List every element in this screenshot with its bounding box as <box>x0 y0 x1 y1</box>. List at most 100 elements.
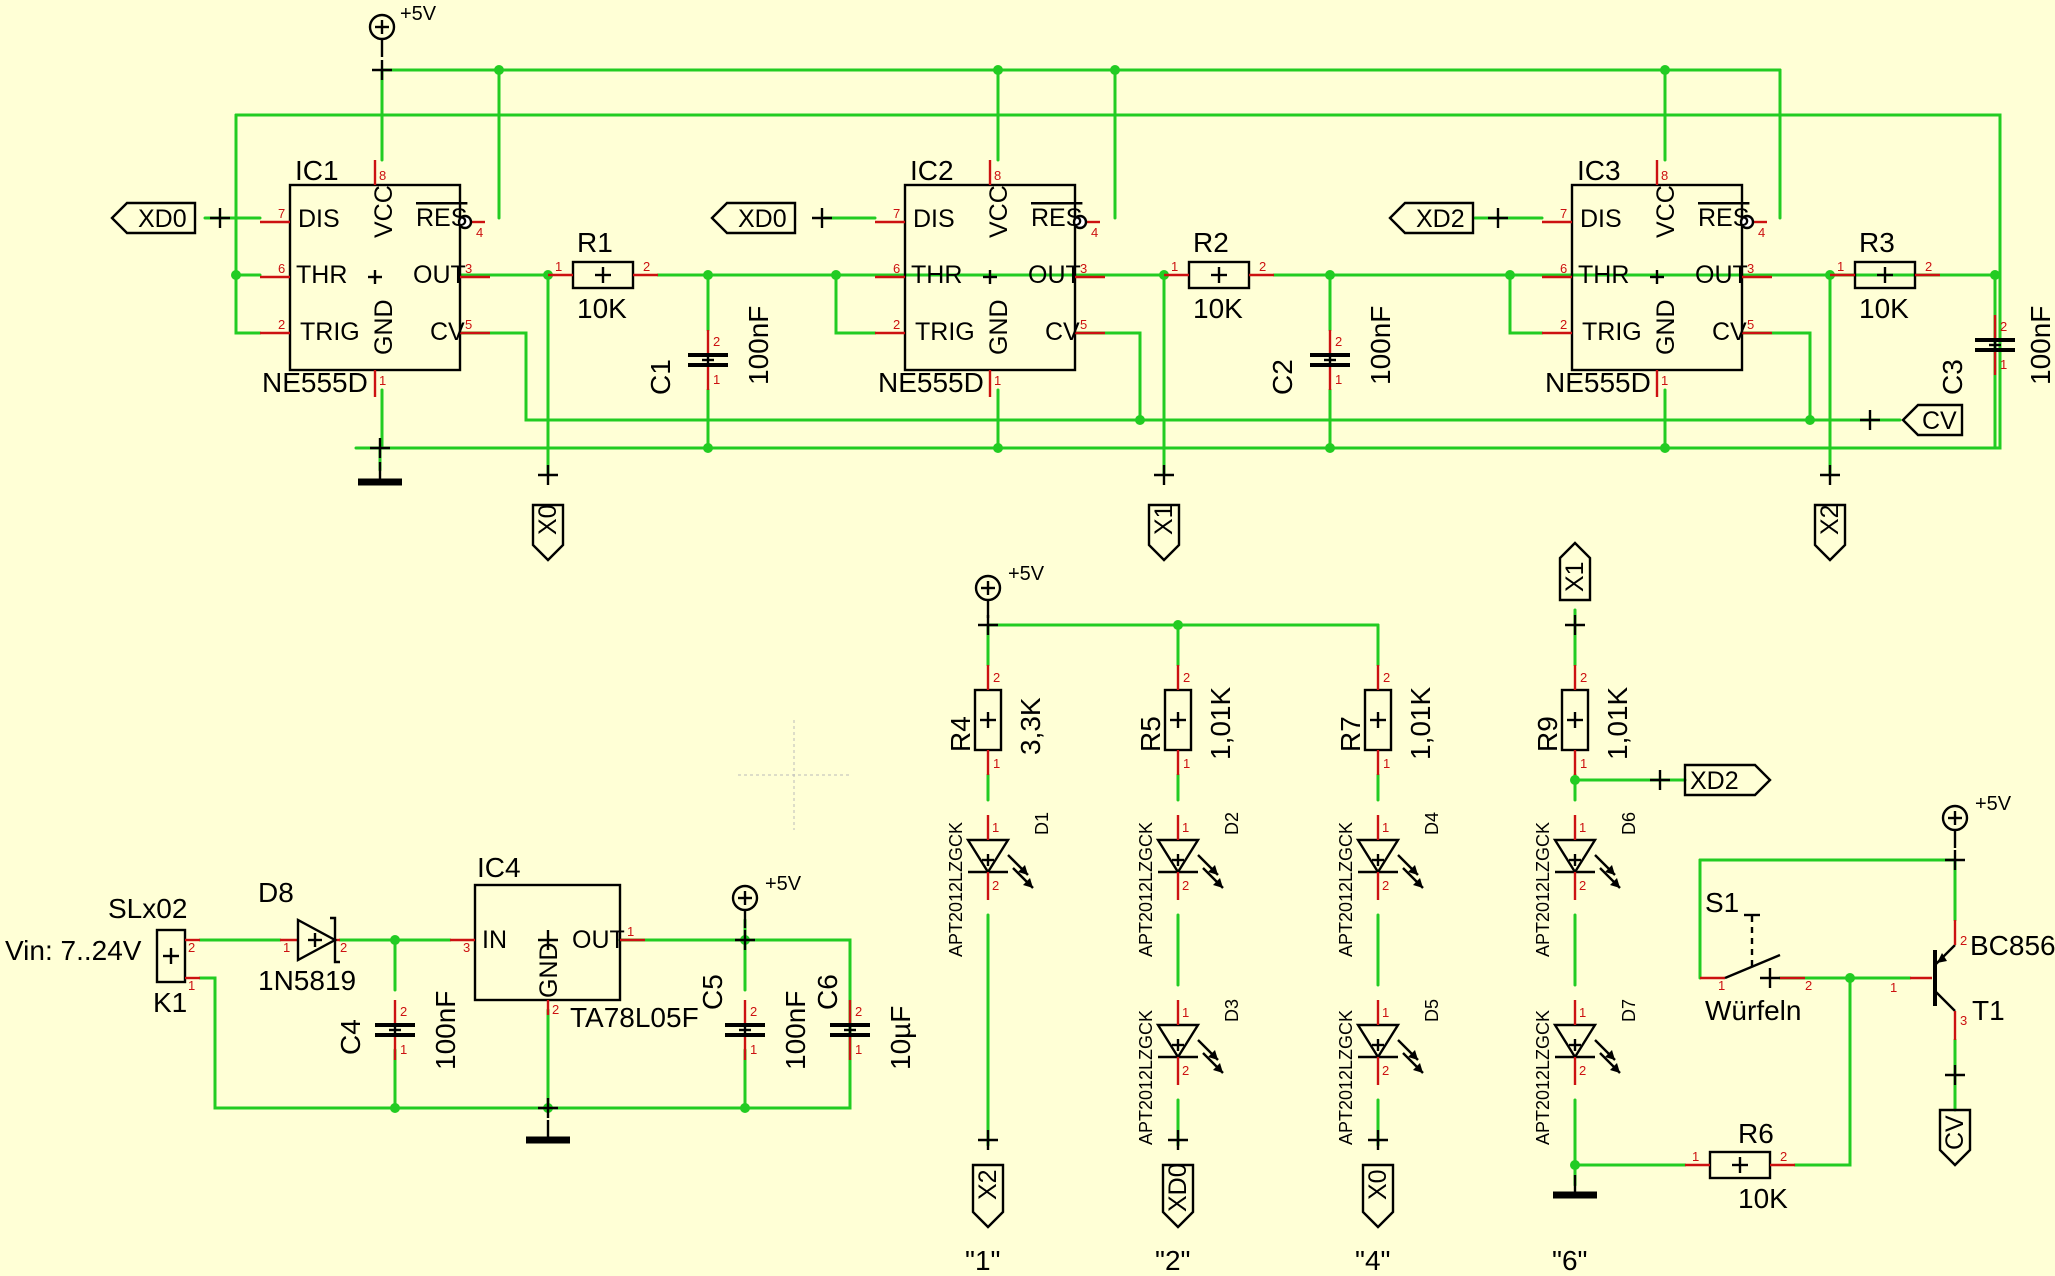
svg-text:R7: R7 <box>1335 716 1366 752</box>
label-x2: X2 <box>1813 463 1847 562</box>
svg-text:C1: C1 <box>645 359 676 395</box>
ic1-value: NE555D <box>262 367 368 398</box>
c2: C2 100nF <box>1267 306 1396 395</box>
svg-text:T1: T1 <box>1972 995 2005 1026</box>
svg-text:D5: D5 <box>1422 999 1442 1022</box>
ic2-value: NE555D <box>878 367 984 398</box>
group-4: "4" <box>1355 1245 1390 1276</box>
svg-text:D8: D8 <box>258 877 294 908</box>
svg-text:1,01K: 1,01K <box>1405 687 1436 760</box>
c4: C4 100nF <box>335 991 461 1070</box>
label-x0: X0 <box>531 463 565 562</box>
svg-text:2: 2 <box>188 940 195 955</box>
svg-text:C3: C3 <box>1937 359 1968 395</box>
vcc-symbol-led: +5V <box>974 563 1045 637</box>
svg-text:VCC: VCC <box>1652 185 1680 238</box>
r9: R9 1,01K <box>1532 663 1633 777</box>
svg-text:THR: THR <box>911 261 962 289</box>
label-xd0-ic2: XD0 <box>710 201 834 235</box>
svg-text:1: 1 <box>1718 978 1725 993</box>
label-x1: X1 <box>1147 463 1181 562</box>
led-d3: D3 APT2012LZGCK <box>1136 998 1242 1145</box>
svg-text:D6: D6 <box>1619 812 1639 835</box>
label-xd0-ic1: XD0 <box>110 201 232 235</box>
svg-text:R4: R4 <box>945 716 976 752</box>
svg-text:D1: D1 <box>1032 812 1052 835</box>
svg-text:+5V: +5V <box>400 3 437 25</box>
vcc-symbol-reg: +5V <box>731 873 802 952</box>
svg-text:XD0: XD0 <box>1164 1163 1192 1212</box>
svg-text:X2: X2 <box>1816 504 1844 535</box>
svg-text:1: 1 <box>188 978 195 993</box>
svg-text:100nF: 100nF <box>2025 306 2055 385</box>
svg-text:XD2: XD2 <box>1690 767 1739 795</box>
led-d1: D1 APT2012LZGCK <box>946 812 1052 957</box>
r7: R7 1,01K <box>1335 663 1436 777</box>
r3: R3 10K <box>1828 227 1942 324</box>
svg-text:+5V: +5V <box>765 873 802 895</box>
c6: C6 10µF <box>812 974 916 1070</box>
label-x2-led: X2 "1" <box>965 1128 1005 1276</box>
svg-text:APT2012LZGCK: APT2012LZGCK <box>1336 822 1356 957</box>
transistor-t1: +5V 1 2 3 BC856 T1 CV <box>1890 793 2055 1167</box>
svg-text:2: 2 <box>340 940 347 955</box>
svg-text:1: 1 <box>627 924 634 939</box>
ic1: IC1 NE555D DIS THR TRIG OUT CV RES VCC G… <box>258 155 492 399</box>
svg-text:APT2012LZGCK: APT2012LZGCK <box>1533 822 1553 957</box>
svg-text:DIS: DIS <box>298 205 340 233</box>
svg-text:VCC: VCC <box>370 185 398 238</box>
svg-text:XD2: XD2 <box>1416 205 1465 233</box>
svg-text:THR: THR <box>1578 261 1629 289</box>
svg-text:CV: CV <box>1712 318 1747 346</box>
svg-text:100nF: 100nF <box>780 991 811 1070</box>
ic3: IC3 NE555D DIS THR TRIG OUT CV RES VCC G… <box>1540 155 1774 399</box>
svg-text:1N5819: 1N5819 <box>258 965 356 996</box>
led-d5: D5 APT2012LZGCK <box>1336 998 1442 1145</box>
group-1: "1" <box>965 1245 1000 1276</box>
svg-text:+5V: +5V <box>1975 793 2012 815</box>
svg-text:X2: X2 <box>974 1169 1002 1200</box>
c5: C5 100nF <box>697 974 811 1070</box>
svg-text:100nF: 100nF <box>743 306 774 385</box>
svg-text:10K: 10K <box>1859 293 1909 324</box>
ic3-value: NE555D <box>1545 367 1651 398</box>
svg-text:CV: CV <box>1941 1115 1969 1150</box>
svg-text:D7: D7 <box>1619 999 1639 1022</box>
origin-marker <box>738 720 850 830</box>
svg-text:C6: C6 <box>812 974 843 1010</box>
svg-text:IC4: IC4 <box>477 852 521 883</box>
svg-text:C4: C4 <box>335 1019 366 1055</box>
svg-text:RES: RES <box>1031 204 1082 232</box>
svg-text:Vin: 7..24V: Vin: 7..24V <box>5 935 142 966</box>
svg-text:R6: R6 <box>1738 1118 1774 1149</box>
svg-text:APT2012LZGCK: APT2012LZGCK <box>1336 1010 1356 1145</box>
svg-text:1,01K: 1,01K <box>1205 687 1236 760</box>
svg-text:3,3K: 3,3K <box>1015 697 1046 755</box>
svg-text:BC856: BC856 <box>1970 930 2055 961</box>
svg-text:Würfeln: Würfeln <box>1705 995 1801 1026</box>
svg-text:R9: R9 <box>1532 716 1563 752</box>
svg-text:GND: GND <box>535 942 563 998</box>
r1: R1 10K <box>546 227 660 324</box>
switch-s1: S1 Würfeln 1 2 <box>1700 887 1812 1026</box>
svg-text:APT2012LZGCK: APT2012LZGCK <box>946 822 966 957</box>
label-cv-top: CV <box>1858 403 1964 437</box>
svg-text:VCC: VCC <box>985 185 1013 238</box>
r4: R4 3,3K <box>945 663 1046 777</box>
svg-text:GND: GND <box>370 299 398 355</box>
svg-text:C2: C2 <box>1267 359 1298 395</box>
led-d2: D2 APT2012LZGCK <box>1136 812 1242 957</box>
svg-text:THR: THR <box>296 261 347 289</box>
c1: C1 100nF <box>645 306 774 395</box>
svg-text:DIS: DIS <box>913 205 955 233</box>
svg-text:C5: C5 <box>697 974 728 1010</box>
led-d4: D4 APT2012LZGCK <box>1336 812 1442 957</box>
svg-text:APT2012LZGCK: APT2012LZGCK <box>1136 1010 1156 1145</box>
r5: R5 1,01K <box>1135 663 1236 777</box>
svg-text:RES: RES <box>1698 204 1749 232</box>
ic2: IC2 NE555D DIS THR TRIG OUT CV RES VCC G… <box>873 155 1107 399</box>
ic4-regulator: 3 1 2 IC4 IN OUT GND TA78L05F <box>450 852 699 1033</box>
connector-k1: 2 1 SLx02 K1 Vin: 7..24V <box>5 893 200 1018</box>
svg-text:RES: RES <box>416 204 467 232</box>
svg-text:1: 1 <box>283 940 290 955</box>
